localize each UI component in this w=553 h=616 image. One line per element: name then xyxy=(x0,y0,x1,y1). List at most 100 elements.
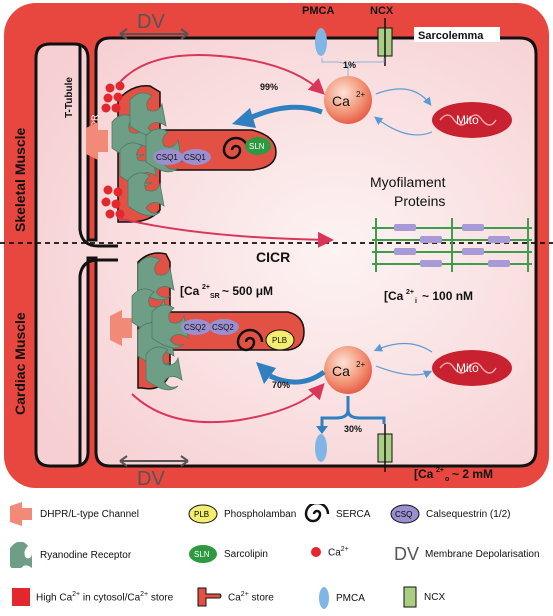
legend-label-calcium: Ca2+ xyxy=(328,546,349,559)
dhpr-cardiac xyxy=(110,310,132,346)
csq1-label-b: CSQ1 xyxy=(184,153,206,162)
svg-text:~ 2 mM: ~ 2 mM xyxy=(452,467,493,481)
csq1-pair xyxy=(153,149,211,165)
mito-bottom xyxy=(432,350,512,386)
ca-o-concentration: [Ca 2+ o ~ 2 mM xyxy=(414,467,493,483)
sln-label: SLN xyxy=(249,142,265,151)
legend-label-serca: SERCA xyxy=(336,508,371,520)
pct-30: 30% xyxy=(344,424,362,434)
mito-bottom-label: Mito xyxy=(456,361,479,375)
legend-item-dhpr: DHPR/L-type Channel xyxy=(8,502,139,526)
dv-icon: DV xyxy=(394,544,420,564)
legend-label-dv: Membrane Depolarisation xyxy=(425,549,540,560)
svg-text:~ 100 nM: ~ 100 nM xyxy=(422,289,473,303)
svg-text:PLB: PLB xyxy=(194,510,209,519)
ncx-icon xyxy=(403,586,417,608)
sarcolemma-label: Sarcolemma xyxy=(418,30,484,42)
svg-text:[Ca: [Ca xyxy=(414,467,434,481)
myofilament-lattice xyxy=(372,218,532,272)
t-tubule-label: T-Tubule xyxy=(64,77,75,118)
pct-70: 70% xyxy=(272,380,290,390)
ca-store-icon xyxy=(197,587,222,607)
ca-bottom-sup: 2+ xyxy=(356,360,365,369)
pmca-top xyxy=(315,28,327,56)
uptake-arrow-cardiac xyxy=(268,369,326,385)
svg-text:SLN: SLN xyxy=(194,550,210,559)
release-arrow-skeletal xyxy=(119,54,325,95)
sarcolemma-label-bg xyxy=(414,27,500,42)
legend-item-ca-store: Ca2+ store xyxy=(196,586,274,608)
ca-sphere-top xyxy=(324,76,372,124)
legend-item-calcium: Ca2+ xyxy=(310,546,349,558)
svg-text:2+: 2+ xyxy=(436,467,444,474)
ca-sphere-bottom xyxy=(324,346,372,394)
plb-badge xyxy=(265,329,295,351)
legend-label-ryr: Ryanodine Receptor xyxy=(40,549,132,561)
csq-icon: CSQ xyxy=(390,504,420,524)
svg-text:2+: 2+ xyxy=(202,284,210,291)
serca-icon xyxy=(304,504,330,523)
mito-top xyxy=(432,102,512,138)
svg-text:2+: 2+ xyxy=(406,289,414,296)
csq1-label-a: CSQ1 xyxy=(156,153,178,162)
svg-text:SR: SR xyxy=(210,293,220,300)
legend-item-ryr: Ryanodine Receptor xyxy=(8,542,131,568)
csq2-label-b: CSQ2 xyxy=(212,323,234,332)
svg-text:~ 500 μM: ~ 500 μM xyxy=(222,284,273,298)
legend: DHPR/L-type Channel PLB Phospholamban SE… xyxy=(0,492,553,616)
cardiac-muscle-label: Cardiac Muscle xyxy=(12,312,28,415)
myofilament-label: Myofilament xyxy=(370,174,446,190)
legend-item-sln: SLN Sarcolipin xyxy=(188,544,268,564)
legend-item-high-ca: High Ca2+ in cytosol/Ca2+ store xyxy=(12,588,173,606)
ca-top-sup: 2+ xyxy=(356,90,365,99)
legend-label-ncx: NCX xyxy=(424,591,446,603)
release-arrow-cardiac xyxy=(131,383,325,424)
serca-skeletal xyxy=(222,136,250,160)
serca-cardiac xyxy=(236,328,264,352)
dv-bottom-label: DV xyxy=(137,468,165,490)
legend-label-csq: Calsequestrin (1/2) xyxy=(426,508,511,520)
plb-label: PLB xyxy=(272,336,287,345)
svg-text:i: i xyxy=(415,298,417,305)
sln-badge xyxy=(245,137,271,155)
dhpr-skeletal xyxy=(86,122,108,160)
legend-label-sln: Sarcolipin xyxy=(224,548,268,560)
ryr-cardiac-group xyxy=(131,256,189,391)
sln-icon: SLN xyxy=(189,545,217,563)
uptake-arrow-skeletal xyxy=(248,104,323,121)
legend-item-ncx: NCX xyxy=(402,586,445,608)
legend-label-plb: Phospholamban xyxy=(224,508,297,520)
high-ca-square-icon xyxy=(12,588,30,606)
mito-top-label: Mito xyxy=(456,113,479,127)
cicr-label: CICR xyxy=(256,249,290,265)
legend-label-pmca: PMCA xyxy=(336,592,365,604)
legend-label-high-ca: High Ca2+ in cytosol/Ca2+ store xyxy=(36,590,174,604)
legend-label-ca-store: Ca2+ store xyxy=(228,590,274,604)
pct-99: 99% xyxy=(260,82,278,92)
dv-top-label: DV xyxy=(137,11,165,33)
svg-text:o: o xyxy=(445,476,449,483)
plb-icon: PLB xyxy=(188,504,218,524)
csq2-label-a: CSQ2 xyxy=(184,323,206,332)
svg-text:[Ca: [Ca xyxy=(384,289,404,303)
ryr-icon xyxy=(10,542,32,568)
legend-item-dv: DV Membrane Depolarisation xyxy=(394,544,540,565)
csq2-pair xyxy=(181,319,239,335)
legend-item-csq: CSQ Calsequestrin (1/2) xyxy=(390,504,510,524)
svg-text:CSQ: CSQ xyxy=(395,510,412,519)
pmca-icon xyxy=(319,587,329,609)
legend-item-plb: PLB Phospholamban xyxy=(188,504,296,524)
cicr-arrow xyxy=(117,217,334,248)
pmca-bottom xyxy=(315,434,327,462)
ca-i-concentration: [Ca 2+ i ~ 100 nM xyxy=(384,289,473,305)
pmca-top-label: PMCA xyxy=(302,5,334,17)
ca-bottom-label: Ca xyxy=(332,363,350,379)
legend-item-serca: SERCA xyxy=(300,504,370,524)
svg-text:[Ca: [Ca xyxy=(180,284,200,298)
ca-sr-concentration: [Ca 2+ SR ~ 500 μM xyxy=(180,284,273,300)
calcium-dots-skeletal xyxy=(101,81,125,219)
pct-1: 1% xyxy=(343,60,356,70)
skeletal-muscle-label: Skeletal Muscle xyxy=(12,128,28,232)
dhpr-icon xyxy=(10,502,32,526)
